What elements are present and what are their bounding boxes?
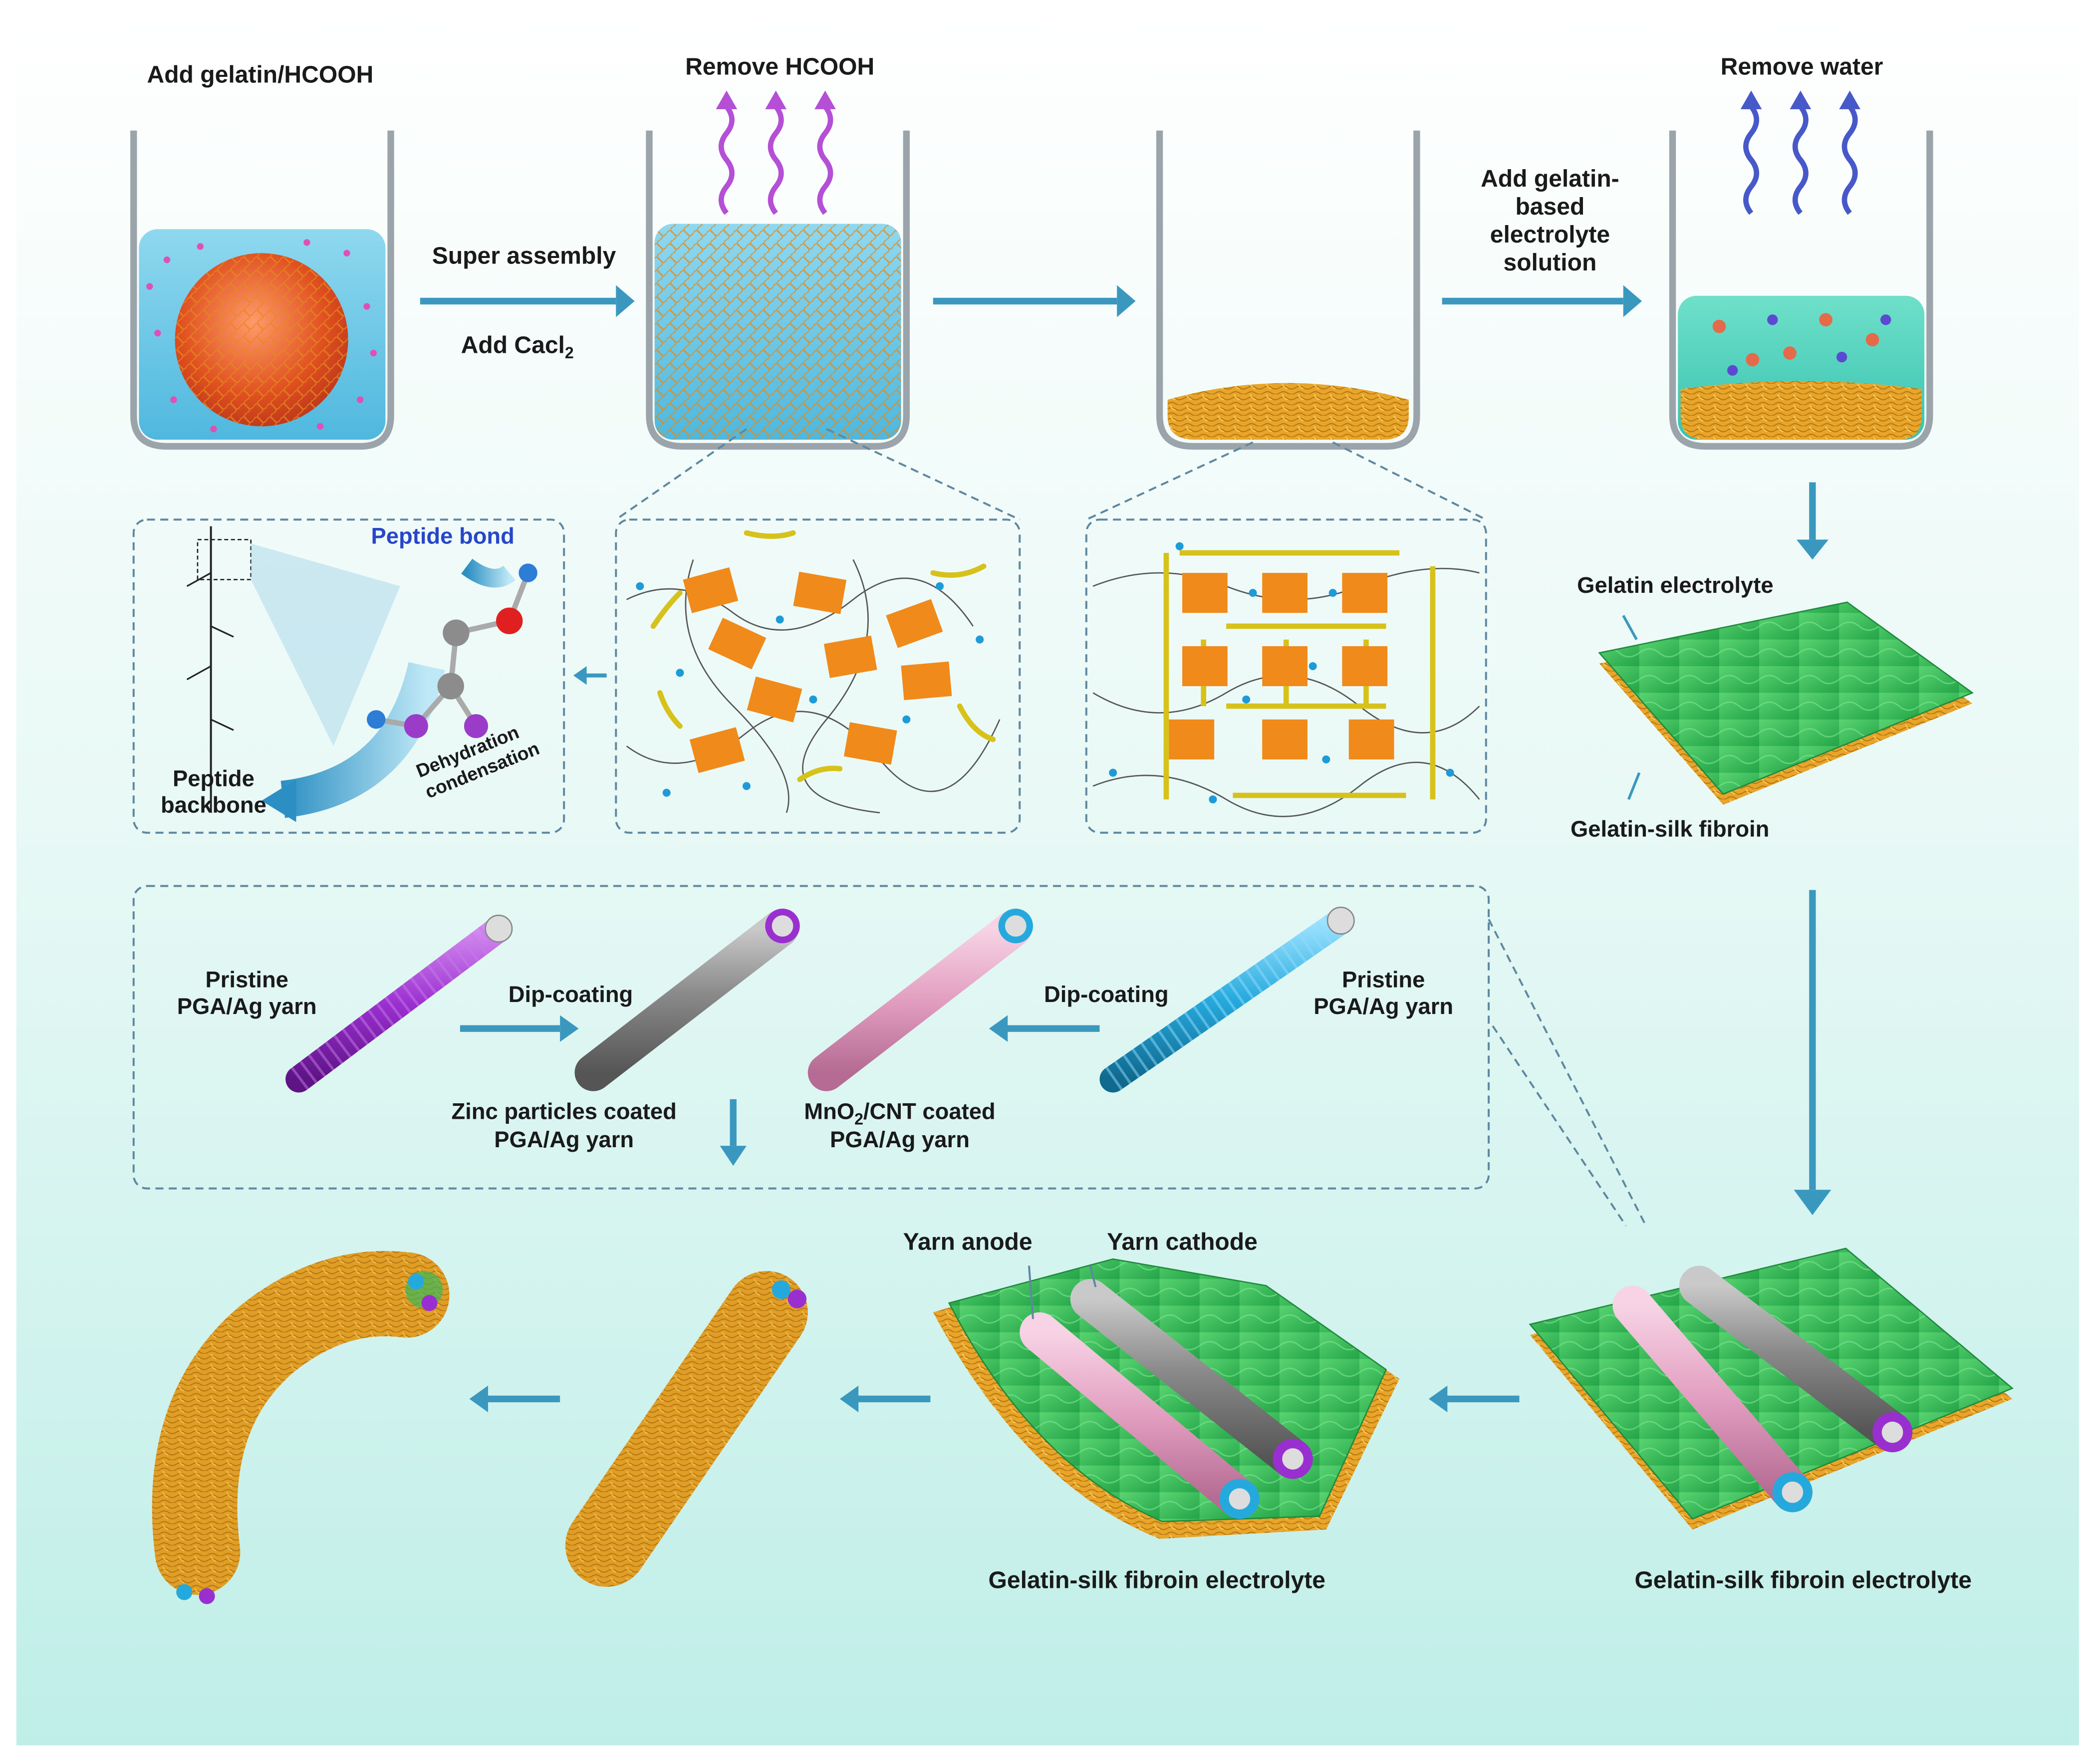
panel-yarn-coating	[132, 885, 1490, 1190]
device-rolling	[933, 1258, 1400, 1539]
arrow-head	[616, 285, 635, 317]
label-add-electrolyte: Add gelatin- based electrolyte solution	[1481, 166, 1619, 276]
vapor-arrowheads-purple	[716, 90, 836, 109]
svg-text:backbone: backbone	[161, 792, 266, 818]
svg-text:PGA/Ag yarn: PGA/Ag yarn	[177, 994, 317, 1019]
arrow-head	[989, 1015, 1008, 1042]
yarn-pristine-purple	[285, 914, 513, 1093]
svg-text:solution: solution	[1503, 250, 1596, 276]
svg-text:Zinc particles coated: Zinc particles coated	[451, 1099, 676, 1124]
pointer-anode	[1028, 1265, 1034, 1319]
svg-text:electrolyte: electrolyte	[1490, 222, 1610, 248]
vapor-arrows-purple	[718, 105, 833, 215]
arrow-head	[1428, 1385, 1448, 1413]
label-dip-coating-right: Dip-coating	[1044, 982, 1169, 1007]
arrow-head	[1623, 285, 1642, 317]
label-add-gelatin: Add gelatin/HCOOH	[147, 62, 374, 88]
arrow-head	[1796, 539, 1829, 560]
pointer-silk	[1627, 772, 1641, 800]
label-mno2-line2: PGA/Ag yarn	[830, 1127, 970, 1152]
beaker-remove-hcooh	[646, 130, 910, 450]
yarn-zinc-coated	[574, 908, 800, 1091]
panel-disordered-network	[615, 518, 1021, 834]
disordered-network-drawing	[626, 530, 1001, 813]
beaker-remove-water	[1669, 130, 1933, 450]
label-dip-coating-left: Dip-coating	[509, 982, 633, 1007]
beaker-fiber-sediment	[1156, 130, 1420, 450]
label-gelatin-electrolyte: Gelatin electrolyte	[1577, 572, 1773, 598]
pointer-gelatin	[1622, 615, 1638, 640]
zoom-lines-yarn	[1488, 919, 1647, 1227]
yarn-pristine-cyan	[1099, 906, 1355, 1093]
fiber-cable-straight	[565, 1271, 808, 1587]
label-electrolyte-right: Gelatin-silk fibroin electrolyte	[1634, 1567, 1972, 1594]
svg-text:Add gelatin-: Add gelatin-	[1481, 166, 1619, 192]
peptide-structure-drawing	[186, 526, 537, 822]
label-pristine-right: Pristine PGA/Ag yarn	[1313, 967, 1453, 1018]
label-peptide-bond: Peptide bond	[371, 523, 514, 548]
svg-text:based: based	[1515, 194, 1584, 220]
beaker-gelatin-hcooh	[130, 130, 394, 450]
label-yarn-cathode: Yarn cathode	[1107, 1229, 1258, 1255]
arrow-head	[560, 1015, 579, 1042]
label-electrolyte-center: Gelatin-silk fibroin electrolyte	[989, 1567, 1326, 1594]
label-peptide-backbone: Peptide backbone	[161, 765, 266, 817]
yarn-mno2-coated	[807, 908, 1033, 1091]
svg-text:PGA/Ag yarn: PGA/Ag yarn	[494, 1127, 634, 1152]
svg-text:PGA/Ag yarn: PGA/Ag yarn	[1313, 994, 1453, 1019]
arrow-head	[720, 1146, 747, 1166]
arrow-head	[1117, 285, 1136, 317]
label-pristine-left: Pristine PGA/Ag yarn	[177, 967, 317, 1018]
ordered-network-drawing	[1092, 542, 1480, 817]
panel-ordered-network	[1085, 518, 1487, 834]
vapor-arrowheads-blue	[1740, 90, 1861, 109]
fiber-cable-bent	[152, 1251, 450, 1604]
zoom-lines	[615, 428, 1487, 521]
svg-text:Pristine: Pristine	[1342, 967, 1425, 992]
vapor-arrows-blue	[1743, 105, 1858, 215]
label-remove-water: Remove water	[1721, 54, 1883, 80]
arrow-head	[839, 1385, 859, 1413]
panel-peptide	[132, 518, 565, 834]
svg-text:Peptide: Peptide	[173, 765, 255, 791]
arrow-head	[1794, 1190, 1831, 1215]
device-flat	[1529, 1248, 2014, 1530]
pointer-cathode	[1089, 1265, 1097, 1287]
label-yarn-anode: Yarn anode	[903, 1229, 1033, 1255]
label-add-cacl2: Add Cacl2	[461, 332, 574, 362]
label-mno2-coated: MnO2/CNT coated	[804, 1099, 995, 1128]
arrow-head	[573, 666, 587, 685]
svg-text:Pristine: Pristine	[205, 967, 288, 992]
label-super-assembly: Super assembly	[432, 243, 616, 269]
label-zinc-coated: Zinc particles coated PGA/Ag yarn	[451, 1099, 676, 1152]
arrow-head	[469, 1385, 488, 1413]
gel-sheet	[1598, 601, 1974, 805]
label-gelatin-silk-fibroin: Gelatin-silk fibroin	[1570, 816, 1769, 842]
label-remove-hcooh: Remove HCOOH	[685, 54, 874, 80]
